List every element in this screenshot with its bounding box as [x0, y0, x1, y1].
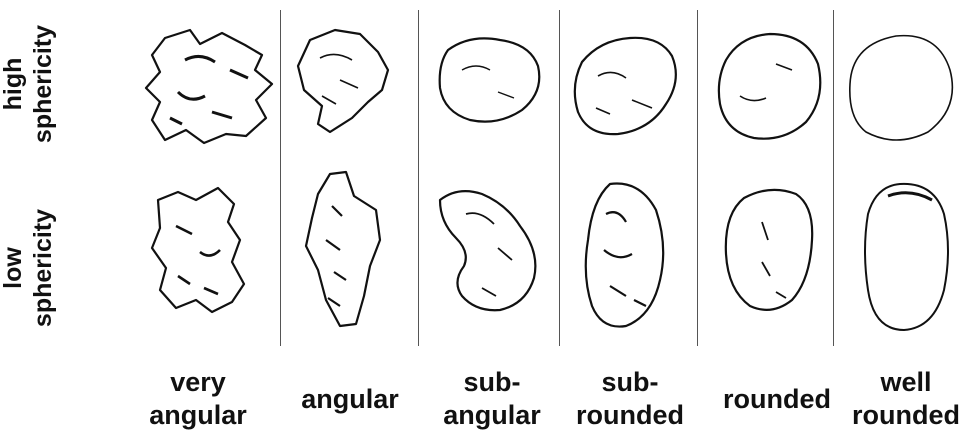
grain-very-angular-high [146, 30, 272, 143]
column-label-line1: very [128, 366, 268, 399]
column-label-line2: rounded [560, 399, 700, 432]
grain-rounded-high [719, 34, 820, 139]
column-label-line2: rounded [836, 399, 976, 432]
grain-angular-high [298, 30, 388, 132]
column-label-line2: angular [422, 399, 562, 432]
column-label-line2: rounded [707, 383, 847, 416]
grain-well-rounded-high [850, 36, 953, 140]
column-label-line2: angular [280, 383, 420, 416]
grain-angular-low [306, 172, 380, 326]
column-label-line1: sub- [422, 366, 562, 399]
grain-sub-angular-high [440, 38, 540, 121]
grain-well-rounded-low [865, 184, 948, 330]
column-label-angular: angular [280, 383, 420, 416]
grain-sub-rounded-low [586, 184, 663, 327]
column-label-line1: sub- [560, 366, 700, 399]
grain-very-angular-low [152, 188, 244, 312]
grain-sub-rounded-high [575, 38, 676, 134]
column-label-very-angular: very angular [128, 366, 268, 432]
column-label-line1: well [836, 366, 976, 399]
column-label-sub-angular: sub- angular [422, 366, 562, 432]
column-label-line2: angular [128, 399, 268, 432]
column-label-sub-rounded: sub- rounded [560, 366, 700, 432]
column-label-well-rounded: well rounded [836, 366, 976, 432]
column-label-rounded: rounded [707, 383, 847, 416]
grain-rounded-low [726, 190, 812, 310]
grain-sub-angular-low [440, 191, 535, 310]
